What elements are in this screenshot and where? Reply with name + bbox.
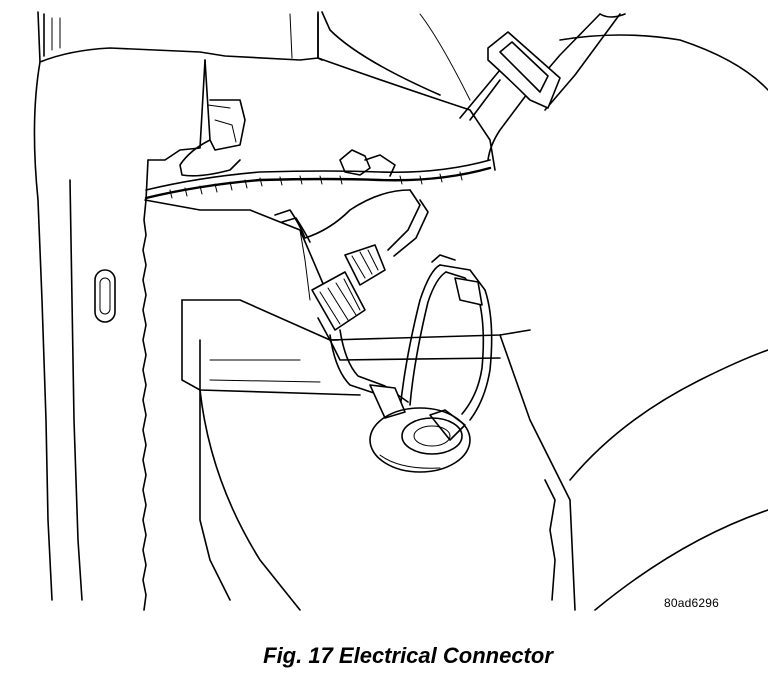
seat-belt [459, 13, 621, 161]
floor-grommet-icon [369, 407, 471, 473]
b-pillar [147, 11, 496, 177]
left-pillar [33, 61, 149, 611]
kick-panel [144, 199, 576, 611]
seat [559, 13, 768, 611]
electrical-connector-icon [311, 244, 386, 341]
figure-code: 80ad6296 [664, 596, 719, 610]
upper-trim-panel [37, 11, 323, 63]
wiring-harness-upper [144, 149, 492, 200]
wiring-harness-loop [329, 254, 493, 421]
wiring-harness-branch [274, 189, 429, 257]
figure-caption: Fig. 17 Electrical Connector [263, 643, 553, 668]
seat-belt-buckle-icon [487, 31, 561, 109]
